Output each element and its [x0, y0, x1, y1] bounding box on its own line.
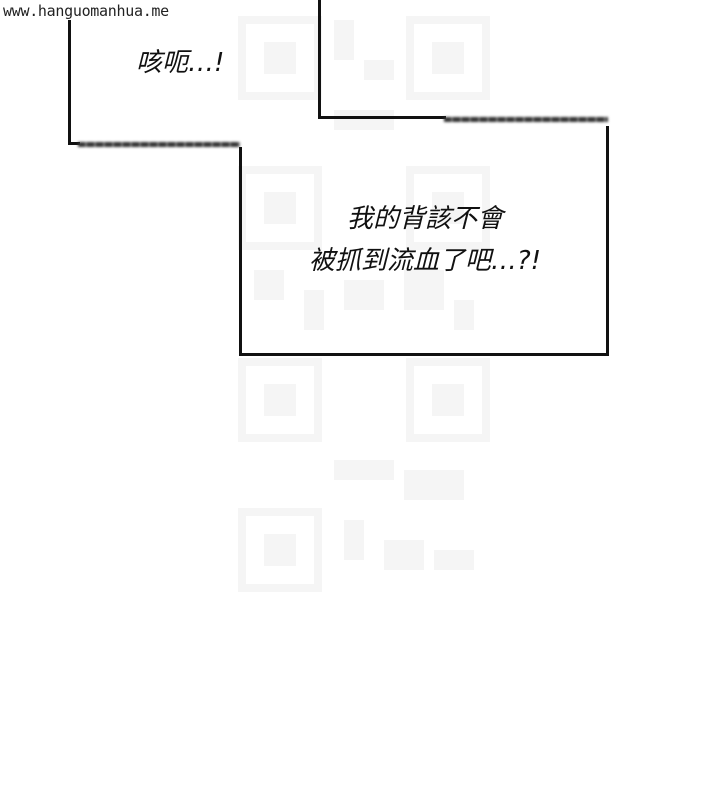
site-watermark: www.hanguomanhua.me	[3, 2, 169, 20]
box2-bottom-border	[318, 116, 446, 119]
speech-line-1: 我的背該不會	[346, 204, 503, 234]
box3-right-border	[606, 126, 609, 356]
box3-left-border	[239, 147, 242, 356]
box1-left-border	[68, 20, 71, 145]
box1-blurred-caption	[78, 142, 240, 147]
speech-line-2: 被抓到流血了吧…?!	[308, 246, 542, 276]
speech-text-1: 咳呃…!	[136, 48, 225, 78]
box3-bottom-border	[239, 353, 609, 356]
speech-text-3: 我的背該不會 被抓到流血了吧…?!	[242, 198, 608, 282]
box2-blurred-caption	[444, 117, 608, 122]
box1-bottom-border	[68, 142, 80, 145]
box2-left-border	[318, 0, 321, 119]
qr-watermark-pattern	[234, 0, 490, 596]
